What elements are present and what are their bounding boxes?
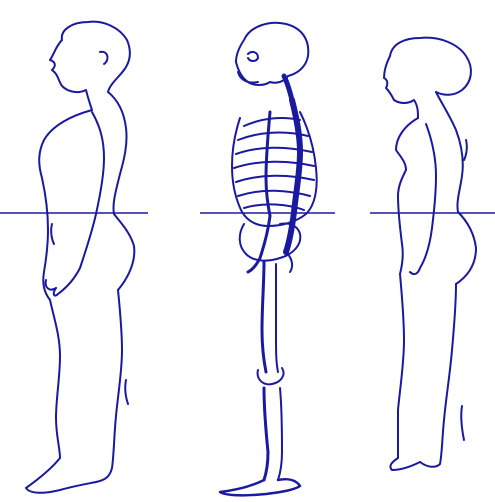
male-front-leg — [26, 300, 96, 493]
female-front-torso — [396, 118, 418, 274]
female-front-leg — [390, 274, 420, 470]
male-profile-outline — [26, 22, 134, 493]
female-face — [384, 56, 418, 118]
male-detail-mark — [51, 224, 54, 244]
male-arm — [54, 112, 104, 296]
female-arm — [410, 124, 436, 274]
female-profile-outline — [384, 38, 476, 470]
male-ear — [100, 52, 107, 64]
tibia — [264, 388, 268, 480]
male-detail-mark-2 — [125, 380, 128, 404]
male-hand — [46, 280, 56, 290]
femur — [262, 262, 266, 372]
rib-cage — [232, 112, 317, 226]
female-detail-mark-2 — [461, 406, 464, 440]
knee-cap — [258, 368, 284, 384]
humerus — [266, 112, 270, 216]
ribs-1 — [244, 118, 300, 126]
skeleton-profile — [220, 23, 317, 496]
skull-eye-socket — [248, 52, 258, 61]
female-back — [436, 92, 476, 284]
foot-bones — [220, 479, 300, 495]
skull — [236, 23, 308, 85]
female-detail-mark — [464, 140, 467, 160]
femur-back-line — [276, 264, 278, 372]
ribs-5 — [236, 176, 314, 182]
male-back-leg — [96, 290, 122, 482]
male-front-torso — [39, 110, 92, 300]
male-back — [108, 92, 134, 290]
fibula — [278, 388, 282, 480]
female-back-leg — [420, 284, 456, 467]
female-hair — [390, 38, 471, 95]
male-head — [50, 22, 130, 110]
cervical-spine — [284, 76, 292, 100]
